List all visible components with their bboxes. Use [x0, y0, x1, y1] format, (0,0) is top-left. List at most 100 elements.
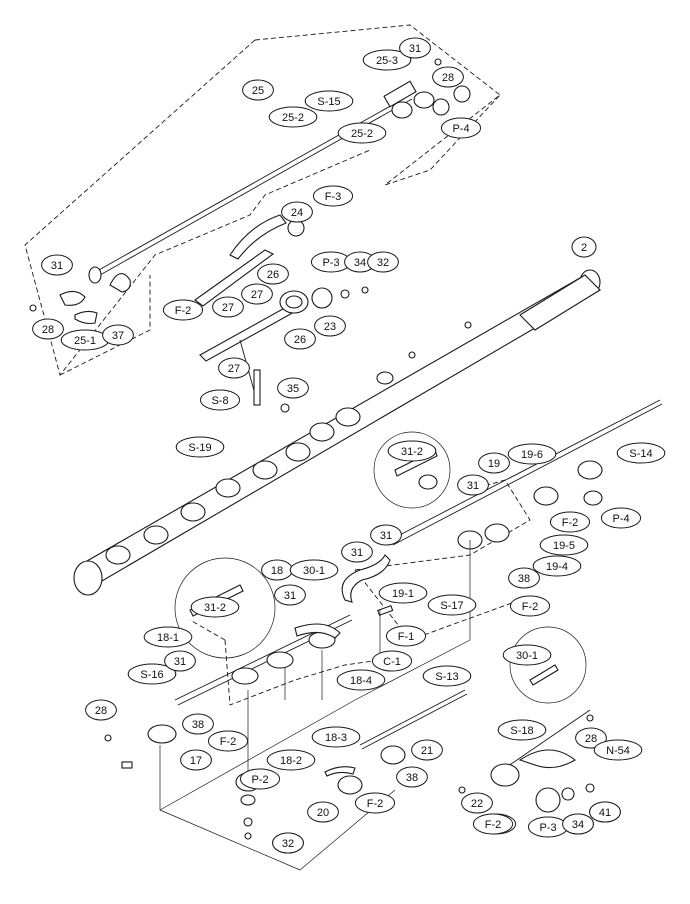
label-text: 19-5	[553, 540, 575, 552]
label-text: 31	[409, 43, 421, 55]
label-oval	[175, 436, 225, 458]
label-oval	[180, 749, 212, 771]
label-oval	[497, 719, 547, 741]
label-oval	[218, 357, 250, 379]
label-text: 25-2	[282, 112, 304, 124]
part-label-27: 27	[218, 357, 250, 379]
label-text: P-3	[322, 257, 339, 269]
label-text: 22	[471, 798, 483, 810]
label-text: 31	[174, 656, 186, 668]
label-text: P-4	[452, 123, 469, 135]
label-text: F-2	[220, 736, 237, 748]
label-oval	[239, 768, 281, 790]
part-label-31: 31	[164, 650, 196, 672]
label-text: 2	[581, 242, 587, 254]
label-text: F-2	[175, 305, 192, 317]
part-label-34: 34	[562, 813, 594, 835]
label-text: F-2	[562, 517, 579, 529]
part-label-p-4: P-4	[440, 117, 482, 139]
part-label-s-8: S-8	[199, 389, 241, 411]
part-label-23: 23	[314, 315, 346, 337]
label-text: 28	[42, 324, 54, 336]
label-text: 35	[287, 383, 299, 395]
label-text: S-19	[188, 442, 211, 454]
label-oval	[399, 37, 431, 59]
part-label-f-2: F-2	[509, 595, 551, 617]
label-text: 34	[354, 257, 366, 269]
part-label-32: 32	[367, 251, 399, 273]
label-text: 19-6	[521, 449, 543, 461]
part-label-31: 31	[399, 37, 431, 59]
label-oval	[312, 185, 354, 207]
label-oval	[532, 555, 582, 577]
part-label-19-5: 19-5	[539, 534, 589, 556]
label-oval	[182, 713, 214, 735]
part-label-17: 17	[180, 749, 212, 771]
label-oval	[589, 801, 621, 823]
label-text: 19-4	[546, 561, 568, 573]
label-text: C-1	[383, 656, 401, 668]
part-label-22: 22	[461, 792, 493, 814]
flute-main-body	[73, 269, 601, 596]
part-label-28: 28	[575, 727, 607, 749]
label-text: 19	[488, 458, 500, 470]
label-text: 20	[317, 807, 329, 819]
part-label-26: 26	[284, 328, 316, 350]
part-label-18: 18	[261, 559, 293, 581]
label-text: F-2	[367, 798, 384, 810]
part-label-31: 31	[370, 524, 402, 546]
part-label-25-2: 25-2	[337, 122, 387, 144]
label-oval	[396, 766, 428, 788]
label-oval	[502, 644, 552, 666]
label-text: F-3	[325, 191, 342, 203]
label-oval	[162, 299, 204, 321]
label-oval	[274, 584, 306, 606]
part-label-f-2: F-2	[472, 813, 514, 835]
part-label-31: 31	[274, 584, 306, 606]
part-label-31: 31	[41, 254, 73, 276]
label-oval	[284, 328, 316, 350]
label-oval	[367, 251, 399, 273]
label-oval	[307, 801, 339, 823]
label-text: 38	[192, 719, 204, 731]
label-oval	[337, 122, 387, 144]
label-oval	[616, 442, 666, 464]
label-oval	[266, 749, 316, 771]
label-text: 32	[377, 257, 389, 269]
label-text: S-15	[317, 96, 340, 108]
label-oval	[272, 832, 304, 854]
label-oval	[411, 739, 443, 761]
part-label-s-17: S-17	[427, 594, 477, 616]
part-label-p-4: P-4	[600, 507, 642, 529]
part-label-35: 35	[277, 377, 309, 399]
label-text: S-13	[435, 671, 458, 683]
label-text: 37	[112, 330, 124, 342]
part-label-s-15: S-15	[304, 90, 354, 112]
part-label-s-16: S-16	[127, 663, 177, 685]
label-text: 41	[599, 807, 611, 819]
label-oval	[385, 625, 427, 647]
label-text: N-54	[606, 745, 630, 757]
part-label-s-13: S-13	[422, 665, 472, 687]
label-oval	[164, 650, 196, 672]
part-label-41: 41	[589, 801, 621, 823]
mid-key-assembly	[194, 214, 369, 406]
label-text: S-18	[510, 725, 533, 737]
label-text: 18-4	[350, 675, 372, 687]
part-label-18-1: 18-1	[143, 626, 193, 648]
label-oval	[289, 559, 339, 581]
label-oval	[281, 201, 313, 223]
label-oval	[314, 315, 346, 337]
label-oval	[362, 49, 412, 71]
part-label-30-1: 30-1	[289, 559, 339, 581]
part-label-38: 38	[396, 766, 428, 788]
label-oval	[341, 541, 373, 563]
label-text: 30-1	[516, 650, 538, 662]
part-label-25-1: 25-1	[60, 329, 110, 351]
label-text: 18	[271, 565, 283, 577]
label-text: 27	[228, 363, 240, 375]
label-text: 26	[294, 334, 306, 346]
part-label-19: 19	[478, 452, 510, 474]
part-label-27: 27	[212, 296, 244, 318]
